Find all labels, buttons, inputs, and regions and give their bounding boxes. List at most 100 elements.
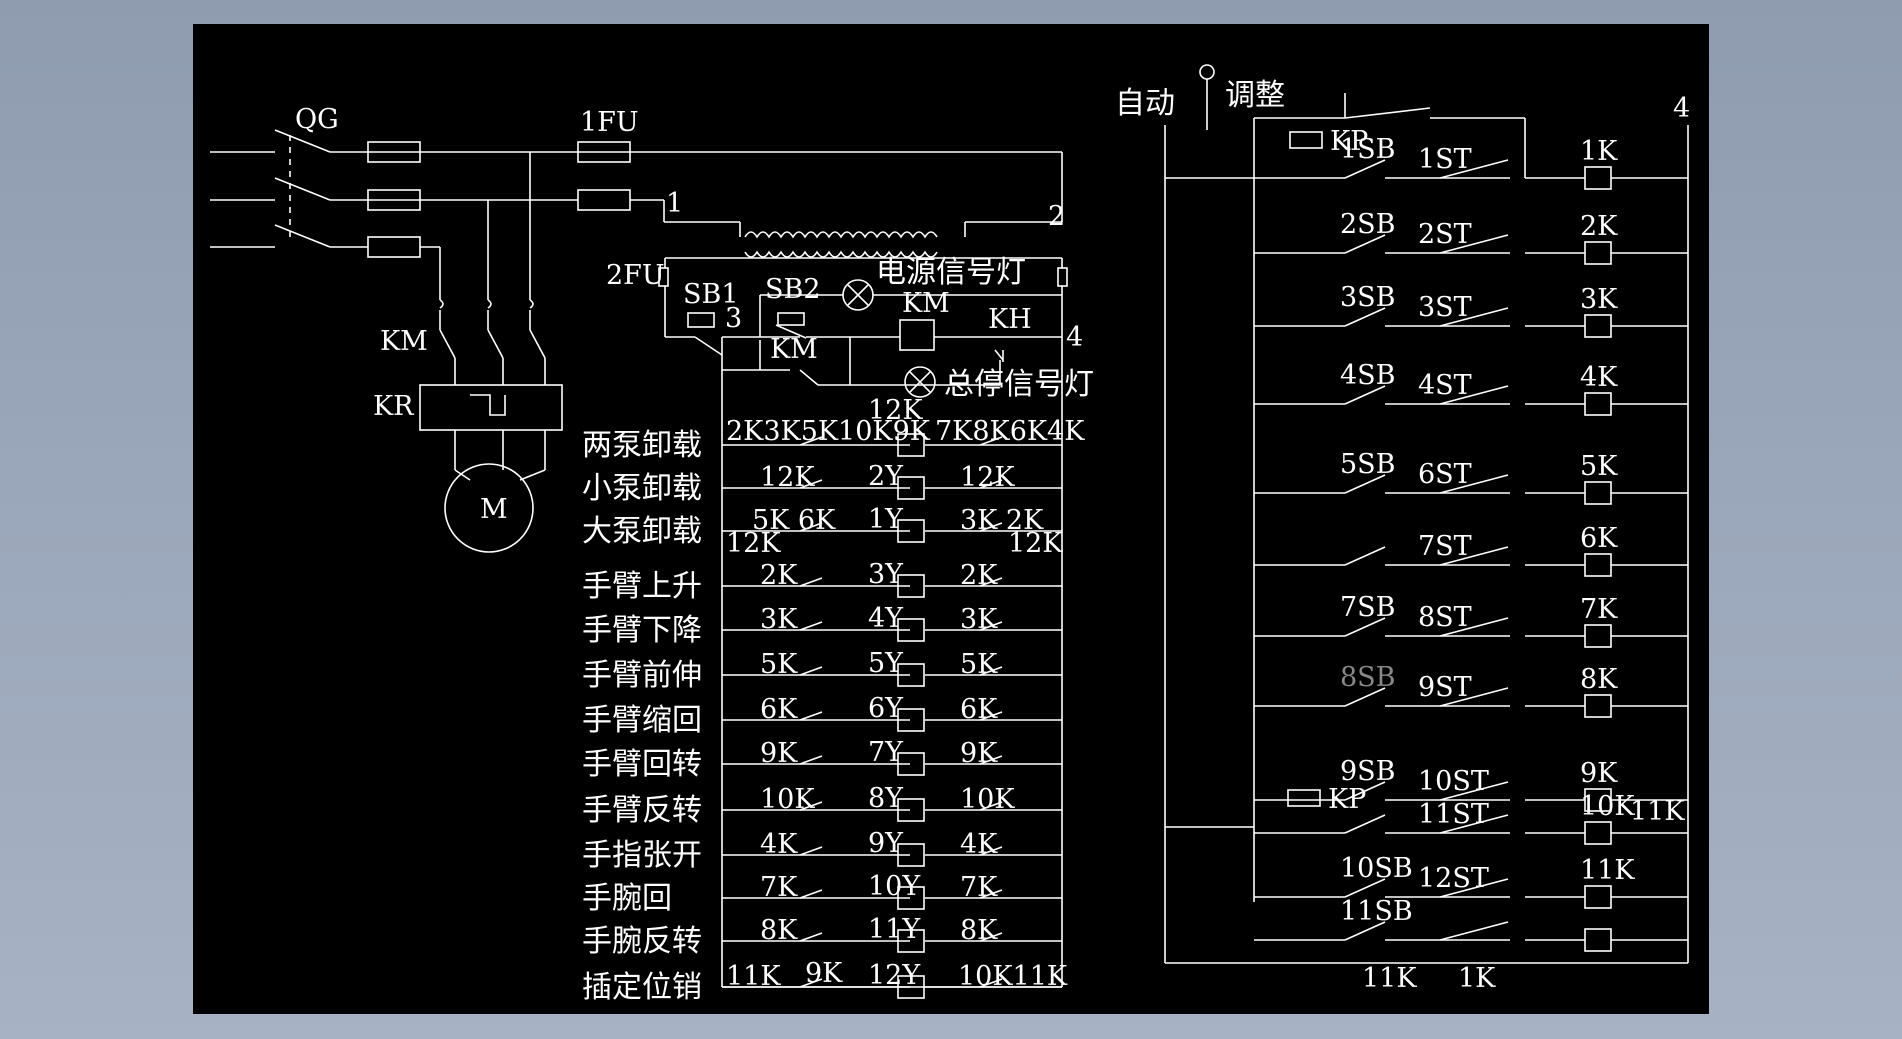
st-contact (1439, 921, 1509, 941)
contact-blade (979, 846, 1003, 856)
row-right-contact: 7K (960, 872, 998, 903)
valve-coil (897, 433, 925, 457)
relay-coil-label: 6K (1580, 523, 1618, 554)
row-function-label: 手腕回 (582, 881, 672, 916)
relay-coil (1584, 166, 1612, 190)
st-label: 9ST (1418, 672, 1472, 703)
sb-contact (1344, 878, 1386, 898)
sb-contact (1344, 781, 1386, 801)
extra-9k: 9K (805, 958, 843, 989)
relay-coil-label: 7K (1580, 594, 1618, 625)
sb-contact (1344, 687, 1386, 707)
row-function-label: 手臂回转 (582, 747, 702, 782)
row-right-contact: 12K (960, 462, 1015, 493)
sb-contact (1344, 234, 1386, 254)
contact-blade (979, 889, 1003, 899)
sb-label: 9SB (1340, 756, 1396, 787)
st-contact (1439, 687, 1509, 707)
valve-coil (897, 752, 925, 776)
row-coil-label: 4Y (868, 603, 904, 634)
valve-coil (897, 798, 925, 822)
st-contact (1439, 234, 1509, 254)
row-right-contact: 2K (960, 560, 998, 591)
sb-label: 5SB (1340, 449, 1396, 480)
relay-coil (1584, 241, 1612, 265)
row-coil-label: 6Y (868, 693, 904, 724)
qg-label: QG (295, 104, 339, 135)
valve-coil (897, 574, 925, 598)
extra-12k-b: 12K (1008, 528, 1063, 559)
contact-blade (979, 577, 1003, 587)
st-label: 2ST (1418, 219, 1472, 250)
valve-coil (897, 663, 925, 687)
st-contact (1439, 617, 1509, 637)
relay-coil (1584, 314, 1612, 338)
relay-coil (1584, 481, 1612, 505)
valve-coil (897, 843, 925, 867)
row-coil-label: 1Y (868, 504, 904, 535)
st-contact (1439, 385, 1509, 405)
st-label: 3ST (1418, 292, 1472, 323)
sb-contact (1344, 921, 1386, 941)
contact-blade (799, 522, 823, 532)
row-function-label: 手臂前伸 (582, 658, 702, 693)
km-coil-label: KM (902, 288, 950, 319)
st-contact (1439, 814, 1509, 834)
row-function-label: 插定位销 (582, 970, 702, 1005)
km-main-label: KM (380, 326, 428, 357)
sb-contact (1344, 546, 1386, 566)
contact-blade (979, 479, 1003, 489)
valve-coil (897, 476, 925, 500)
contact-blade (799, 846, 823, 856)
relay-ladder (1164, 64, 1689, 964)
row-left-contact: 5K (760, 649, 798, 680)
contact-blade (979, 621, 1003, 631)
row-function-label: 手臂缩回 (582, 703, 702, 738)
contact-blade (799, 932, 823, 942)
st-contact (1439, 474, 1509, 494)
relay-coil-label: 2K (1580, 211, 1618, 242)
contact-blade (799, 978, 823, 988)
row-right-contact: 5K (960, 649, 998, 680)
row-right-contact: 7K8K6K4K (935, 416, 1085, 447)
adjust-label: 调整 (1225, 78, 1285, 113)
row-left-contact: 7K (760, 872, 798, 903)
relay-coil (1584, 821, 1612, 845)
sb-contact (1344, 385, 1386, 405)
relay-coil (1584, 553, 1612, 577)
sb-contact (1344, 159, 1386, 179)
fu1-label: 1FU (580, 107, 639, 138)
st-label: 4ST (1418, 370, 1472, 401)
relay-coil-label: 1K (1580, 136, 1618, 167)
row-function-label: 手臂上升 (582, 569, 702, 604)
sb-label: 8SB (1340, 662, 1396, 693)
contact-blade (979, 755, 1003, 765)
row-function-label: 手臂下降 (582, 613, 702, 648)
row-left-contact: 10K (760, 784, 815, 815)
contact-blade (979, 711, 1003, 721)
kp-coil (1287, 789, 1321, 807)
row-coil-label: 5Y (868, 648, 904, 679)
sb-label: 7SB (1340, 592, 1396, 623)
row-coil-label: 3Y (868, 559, 904, 590)
row-coil-label: 10Y (868, 871, 921, 902)
row-right-contact: 3K (960, 604, 998, 635)
contact-blade (799, 801, 823, 811)
row-function-label: 手臂反转 (582, 793, 702, 828)
row-right-contact: 8K (960, 915, 998, 946)
row-left-contact: 2K3K5K10K9K (726, 416, 931, 447)
contact-blade (799, 436, 823, 446)
sb-label: 1SB (1340, 134, 1396, 165)
row-left-contact: 3K (760, 604, 798, 635)
row-left-contact: 8K (760, 915, 798, 946)
valve-coil (897, 708, 925, 732)
row-right-contact: 6K (960, 694, 998, 725)
contact-blade (799, 711, 823, 721)
node1-label: 1 (666, 188, 683, 219)
right-node4-label: 4 (1673, 93, 1690, 124)
row-right-contact: 10K (960, 784, 1015, 815)
row-left-contact: 11K (726, 961, 781, 992)
row-right-contact: 3K 2K (960, 505, 1044, 536)
